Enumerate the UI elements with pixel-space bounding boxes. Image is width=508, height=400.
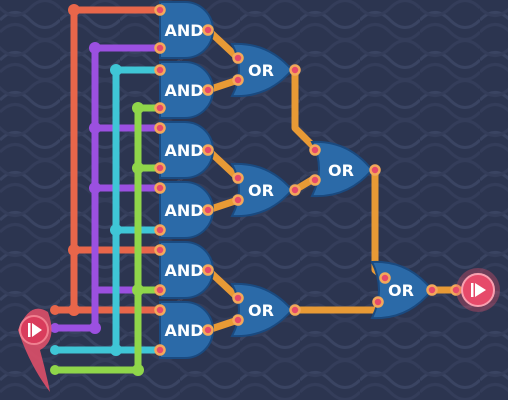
or-gate-2[interactable]: OR: [230, 162, 294, 218]
gate-label: OR: [248, 181, 274, 200]
gate-label: AND: [164, 261, 203, 280]
and-gate-3[interactable]: AND: [159, 121, 214, 179]
gate-label: OR: [328, 161, 354, 180]
gate-label: OR: [248, 301, 274, 320]
gate-label: AND: [164, 141, 203, 160]
and-gates: AND AND AND AND AND AND: [159, 0, 214, 359]
and-gate-1[interactable]: AND: [159, 0, 214, 59]
output-node[interactable]: [456, 268, 500, 312]
or-gate-1[interactable]: OR: [230, 42, 294, 98]
input-node[interactable]: [18, 308, 52, 392]
gate-pins: [154, 4, 462, 356]
or-gate-4[interactable]: OR: [310, 140, 374, 198]
gate-label: AND: [164, 201, 203, 220]
gate-label: OR: [248, 61, 274, 80]
gate-label: AND: [164, 81, 203, 100]
or-gate-3[interactable]: OR: [230, 282, 294, 338]
gate-label: AND: [164, 21, 203, 40]
gate-label: AND: [164, 321, 203, 340]
play-icon: [471, 283, 486, 297]
wire-cyan[interactable]: [51, 66, 164, 354]
and-gate-2[interactable]: AND: [159, 61, 214, 119]
wire-green[interactable]: [51, 104, 164, 374]
or-gates: OR OR OR OR OR: [230, 42, 434, 338]
wire-junctions: [50, 4, 144, 376]
play-icon: [28, 323, 42, 337]
wire-red[interactable]: [51, 6, 164, 314]
gate-label: OR: [388, 281, 414, 300]
